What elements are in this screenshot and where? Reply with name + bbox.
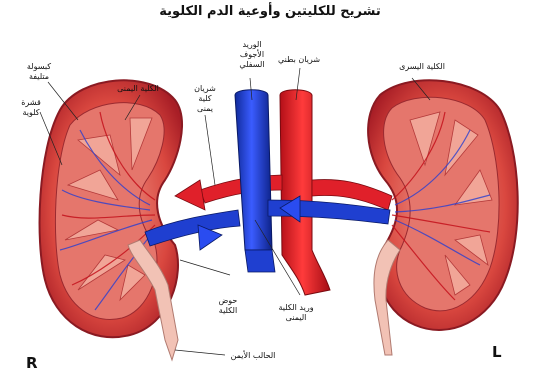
ivc-label-line: الوريد <box>228 40 276 50</box>
right-side-marker: R <box>26 354 38 372</box>
right-renal-vein-line: اليمنى <box>268 313 324 323</box>
renal-pelvis-label: حوض الكلية <box>208 296 248 316</box>
right-kidney-label: الكلية اليمنى <box>108 84 168 94</box>
abdominal-aorta <box>175 90 392 295</box>
renal-cortex-line: قشرة <box>10 98 52 108</box>
fibrous-capsule-line: متليفة <box>14 72 64 82</box>
left-kidney-label: الكلية اليسرى <box>392 62 452 72</box>
diagram-title: تشريح للكليتين وأوعية الدم الكلوية <box>0 4 540 19</box>
right-kidney <box>40 80 182 360</box>
renal-cortex-label: قشرة كلوية <box>10 98 52 118</box>
left-kidney <box>368 80 518 355</box>
fibrous-capsule-label: كبسولة متليفة <box>14 62 64 82</box>
renal-pelvis-line: حوض <box>208 296 248 306</box>
right-renal-vein-line: وريد الكلية <box>268 303 324 313</box>
aorta-label: شريان بطني <box>268 55 330 65</box>
left-side-marker: L <box>492 343 502 361</box>
right-renal-artery-line: شريان <box>185 84 225 94</box>
right-renal-artery-line: كلية <box>185 94 225 104</box>
right-renal-artery-label: شريان كلية يمنى <box>185 84 225 114</box>
right-renal-vein-label: وريد الكلية اليمنى <box>268 303 324 323</box>
renal-cortex-line: كلوية <box>10 108 52 118</box>
renal-pelvis-line: الكلية <box>208 306 248 316</box>
right-renal-artery-line: يمنى <box>185 104 225 114</box>
right-ureter-label: الحالب الأيمن <box>220 351 286 361</box>
fibrous-capsule-line: كبسولة <box>14 62 64 72</box>
